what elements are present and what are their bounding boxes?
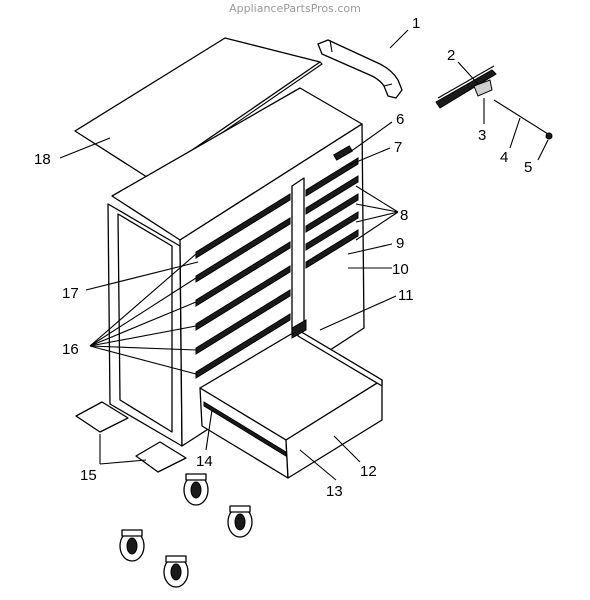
callout-13: 13: [326, 483, 343, 500]
callout-1: 1: [412, 15, 420, 32]
rod-part: [493, 99, 549, 135]
callout-7: 7: [394, 139, 402, 156]
caster-plates-part: [75, 401, 187, 473]
callout-3: 3: [478, 127, 486, 144]
callout-15: 15: [80, 467, 97, 484]
callout-12: 12: [360, 463, 377, 480]
callout-16: 16: [62, 341, 79, 358]
bracket-part: [473, 79, 493, 97]
callout-18: 18: [34, 151, 51, 168]
slide-rail-part: [435, 65, 497, 109]
callout-8: 8: [400, 207, 408, 224]
callout-10: 10: [392, 261, 409, 278]
bottom-drawer-part: [199, 319, 383, 479]
caster-wheels-part: [119, 473, 253, 588]
callout-6: 6: [396, 111, 404, 128]
callout-11: 11: [398, 287, 414, 304]
callout-4: 4: [500, 149, 508, 166]
nut-part: [545, 132, 553, 140]
cabinet-body-part: [107, 87, 365, 447]
left-drawers: [195, 193, 291, 379]
leader-lines: [59, 29, 549, 481]
callout-5: 5: [524, 159, 532, 176]
callout-2: 2: [447, 47, 455, 64]
callout-17: 17: [62, 285, 79, 302]
callout-labels: 1 2 3 4 5 6 7 8 9 10 11 12 13 14 15 16 1…: [34, 15, 532, 500]
callout-14: 14: [196, 453, 213, 470]
handle-part: [317, 39, 403, 99]
callout-9: 9: [396, 235, 404, 252]
right-drawers: [305, 157, 359, 269]
watermark: AppliancePartsPros.com: [229, 2, 361, 15]
